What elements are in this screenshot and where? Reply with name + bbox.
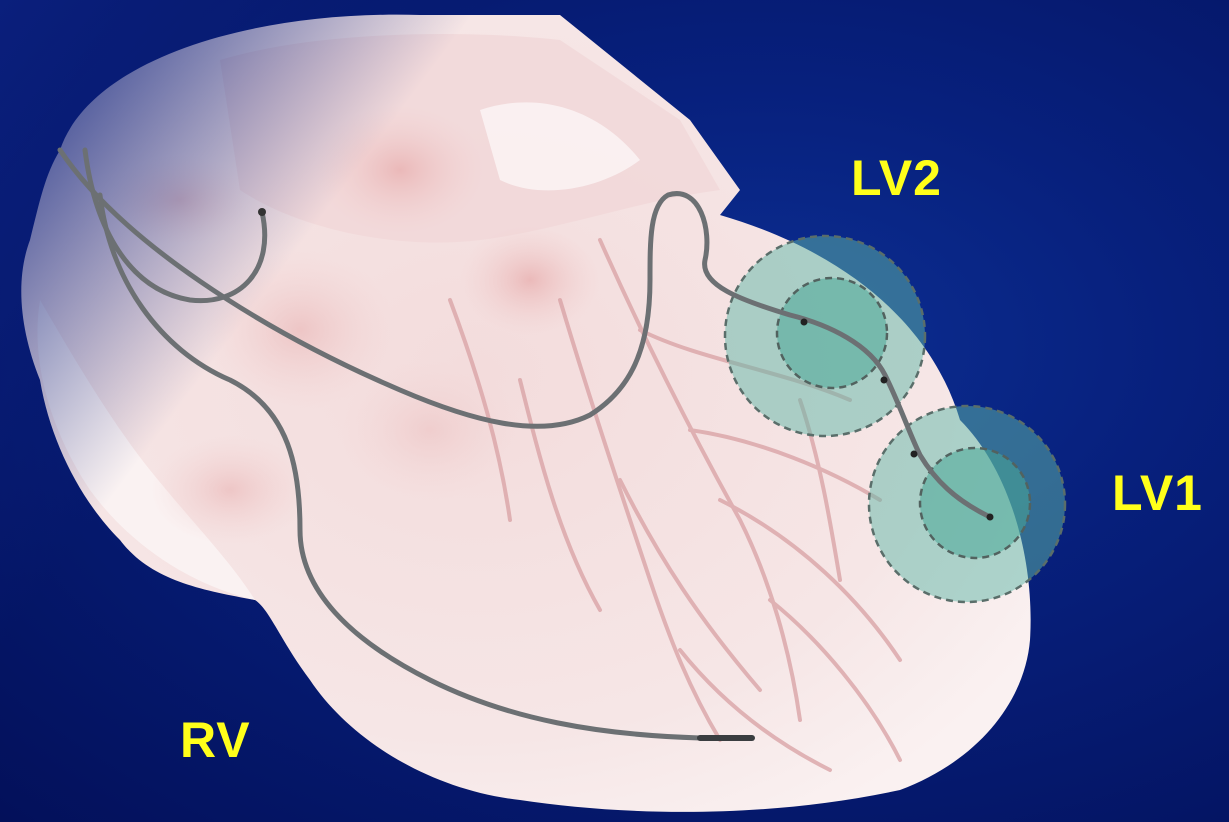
lv2-label: LV2 xyxy=(851,153,942,203)
lv1-label: LV1 xyxy=(1112,468,1203,518)
rv-label: RV xyxy=(180,715,251,765)
